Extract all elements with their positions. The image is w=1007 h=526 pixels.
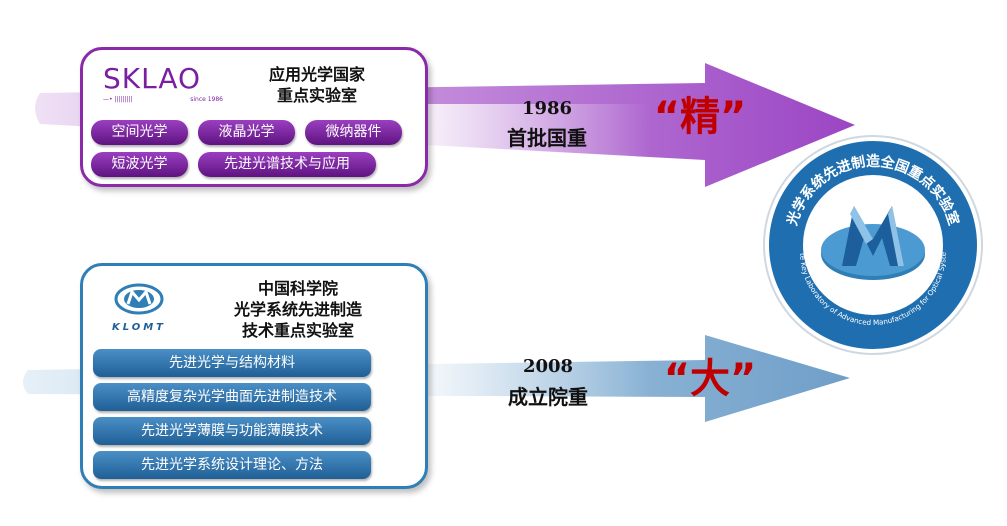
bar-thin-films: 先进光学薄膜与功能薄膜技术	[93, 417, 371, 445]
sklao-card: SKLAO —• |||||||||since 1986 应用光学国家 重点实验…	[80, 47, 428, 187]
tag-micro-nano-devices: 微纳器件	[305, 120, 402, 145]
bar-surface-manufacturing: 高精度复杂光学曲面先进制造技术	[93, 383, 371, 411]
tag-short-wave-optics: 短波光学	[91, 152, 188, 177]
klomt-card: KLOMT 中国科学院 光学系统先进制造 技术重点实验室 先进光学与结构材料 高…	[80, 263, 428, 489]
laboratory-seal: 光学系统先进制造全国重点实验室 State Key Laboratory of …	[762, 134, 983, 355]
label-established: 成立院重	[508, 385, 588, 409]
tag-space-optics: 空间光学	[91, 120, 188, 145]
sklao-title: 应用光学国家 重点实验室	[268, 65, 365, 105]
year-1986: 1986	[521, 98, 573, 119]
tag-spectral-technology: 先进光谱技术与应用	[198, 152, 376, 177]
year-2008: 2008	[522, 356, 574, 377]
klomt-logo: KLOMT	[99, 282, 179, 333]
sklao-logo: SKLAO —• |||||||||since 1986	[103, 62, 223, 104]
bar-materials: 先进光学与结构材料	[93, 349, 371, 377]
tag-liquid-crystal-optics: 液晶光学	[198, 120, 295, 145]
char-jing: “精”	[653, 94, 747, 140]
seal-emblem-icon	[821, 206, 925, 280]
klomt-title: 中国科学院 光学系统先进制造 技术重点实验室	[233, 279, 362, 340]
bar-system-design: 先进光学系统设计理论、方法	[93, 451, 371, 479]
label-first-batch: 首批国重	[507, 126, 587, 150]
char-da: “大”	[663, 356, 757, 402]
klomt-emblem-icon	[114, 283, 164, 315]
